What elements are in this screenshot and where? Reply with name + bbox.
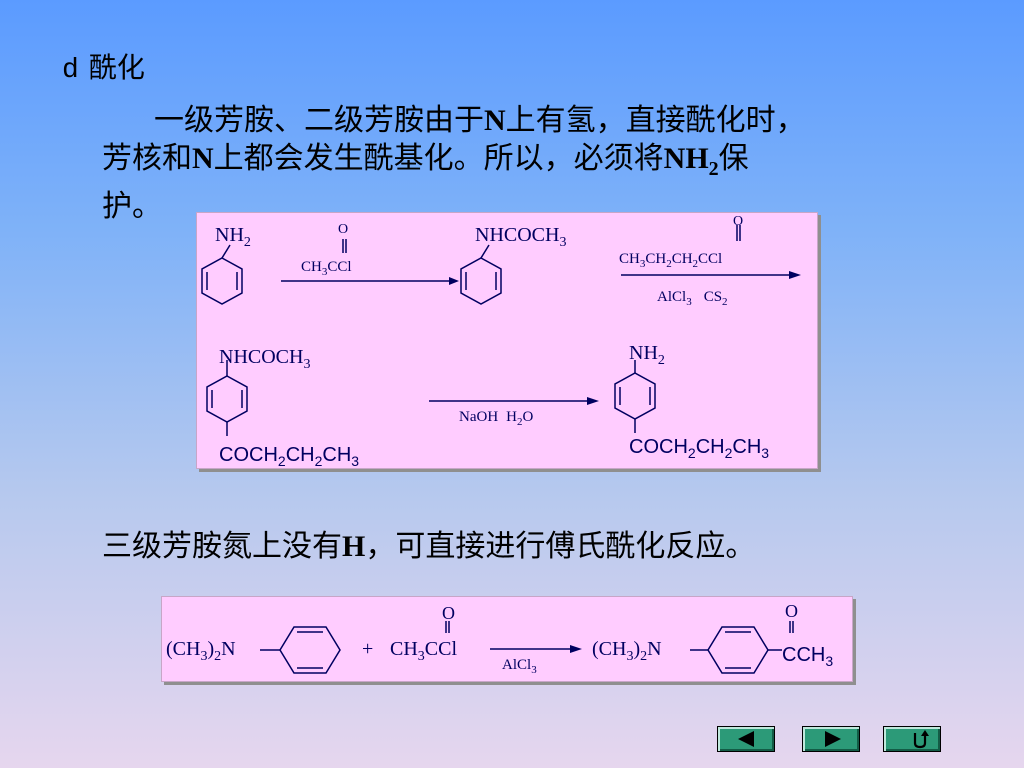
text-n: N xyxy=(484,104,506,137)
label-nhcoch3: NHCOCH3 xyxy=(475,224,566,250)
label-carbonyl-o: O xyxy=(733,214,743,229)
paragraph1-line3: 护。 xyxy=(102,190,162,223)
text-segment: ，可直接进行傅氏酰化反应。 xyxy=(365,530,756,563)
label-carbonyl-o: O xyxy=(442,603,455,623)
text-segment: 上都会发生酰基化。所以，必须将 xyxy=(213,142,664,175)
label-alcl3: AlCl3 xyxy=(502,657,537,676)
label-carbonyl-o: O xyxy=(338,222,348,237)
previous-slide-button[interactable] xyxy=(717,726,775,752)
return-button[interactable] xyxy=(883,726,941,752)
reaction-scheme-friedel-crafts: (CH3)2N + O CH3CCl AlCl3 (CH3)2N O CCH3 xyxy=(161,596,853,682)
text-h: H xyxy=(342,530,366,563)
text-segment: 上有氢，直接酰化时， xyxy=(505,104,806,137)
text-segment: 三级芳胺氮上没有 xyxy=(102,530,342,563)
reaction-scheme-protection: NH2 O CH3CCl NHCOCH3 O CH3CH2CH2CCl AlCl… xyxy=(196,212,818,469)
paragraph1-line1: 一级芳胺、二级芳胺由于N上有氢，直接酰化时， xyxy=(102,102,902,140)
paragraph1-line2: 芳核和N上都会发生酰基化。所以，必须将NH2保 xyxy=(102,140,902,188)
section-letter: d xyxy=(62,55,79,86)
label-nhcoch3: NHCOCH3 xyxy=(219,346,310,372)
text-segment: 芳核和 xyxy=(102,142,192,175)
label-carbonyl-o: O xyxy=(785,601,798,621)
reaction-scheme-friedel-crafts-drawing: (CH3)2N + O CH3CCl AlCl3 (CH3)2N O CCH3 xyxy=(166,601,833,676)
paragraph-primary-secondary-amines: 一级芳胺、二级芳胺由于N上有氢，直接酰化时， 芳核和N上都会发生酰基化。所以，必… xyxy=(102,102,902,226)
paragraph-tertiary-amines: 三级芳胺氮上没有H，可直接进行傅氏酰化反应。 xyxy=(102,528,902,566)
triangle-left-icon xyxy=(738,731,754,747)
label-dimethylamino: (CH3)2N xyxy=(592,638,662,664)
label-nh2: NH2 xyxy=(215,224,251,250)
reaction-scheme-protection-drawing: NH2 O CH3CCl NHCOCH3 O CH3CH2CH2CCl AlCl… xyxy=(201,214,801,468)
label-dimethylamino: (CH3)2N xyxy=(166,638,236,664)
label-butyryl-chloride: CH3CH2CH2CCl xyxy=(619,251,722,270)
label-coch2ch2ch3: COCH2CH2CH3 xyxy=(219,444,359,468)
label-plus: + xyxy=(362,638,373,660)
text-nh2: NH2 xyxy=(663,142,719,180)
section-heading: d 酰化 xyxy=(62,46,145,86)
return-arrow-icon xyxy=(913,730,929,749)
text-n: N xyxy=(192,142,214,175)
text-segment: 保 xyxy=(718,142,749,175)
benzene-ring-aniline xyxy=(201,244,243,305)
label-coch2ch2ch3: COCH2CH2CH3 xyxy=(629,436,769,461)
label-acetyl-chloride: CH3CCl xyxy=(390,638,457,664)
triangle-right-icon xyxy=(825,731,841,747)
section-title: 酰化 xyxy=(88,53,145,84)
next-slide-button[interactable] xyxy=(802,726,860,752)
text-segment: 一级芳胺、二级芳胺由于 xyxy=(154,104,484,137)
label-acetyl-chloride: CH3CCl xyxy=(301,259,352,278)
label-acetyl: CCH3 xyxy=(782,644,833,669)
